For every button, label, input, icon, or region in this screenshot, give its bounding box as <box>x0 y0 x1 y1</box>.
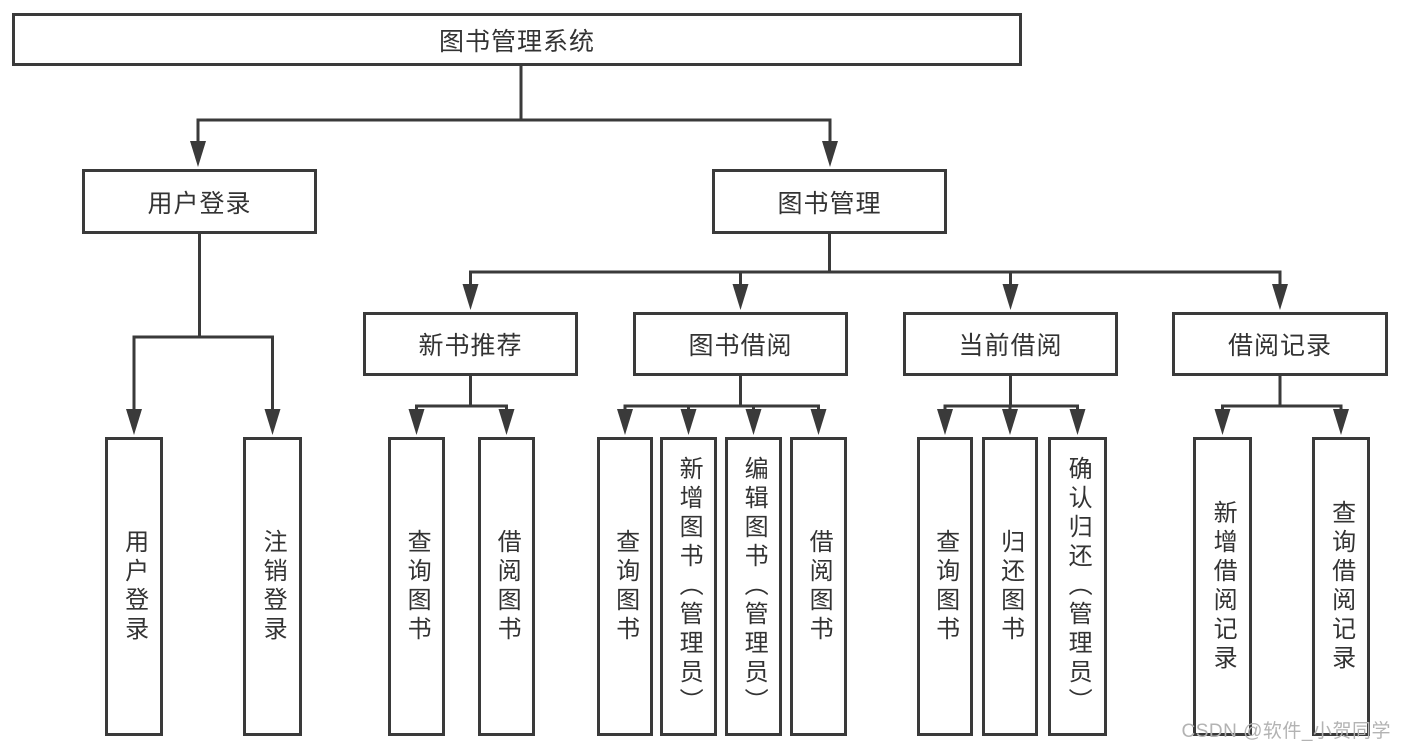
leaf-current-confirm-return-admin: 确认归还（管理员） <box>1048 437 1107 736</box>
leaf-borrow-query-book: 查询图书 <box>597 437 653 736</box>
leaf-borrow-add-book-admin: 新增图书（管理员） <box>660 437 717 736</box>
arrowheads <box>126 141 1349 435</box>
leaf-user-login: 用户登录 <box>105 437 163 736</box>
leaf-current-query-book: 查询图书 <box>917 437 973 736</box>
leaf-records-add-record: 新增借阅记录 <box>1193 437 1252 736</box>
csdn-watermark: CSDN @软件_小贺同学 <box>1181 721 1391 742</box>
node-new-book-recommend: 新书推荐 <box>363 312 578 376</box>
node-user-login: 用户登录 <box>82 169 317 234</box>
node-borrow-records: 借阅记录 <box>1172 312 1388 376</box>
node-book-borrow: 图书借阅 <box>633 312 848 376</box>
node-book-management: 图书管理 <box>712 169 947 234</box>
leaf-records-query-record: 查询借阅记录 <box>1312 437 1370 736</box>
node-root-system: 图书管理系统 <box>12 13 1022 66</box>
leaf-recommend-borrow-book: 借阅图书 <box>478 437 535 736</box>
leaf-borrow-borrow-book: 借阅图书 <box>790 437 847 736</box>
node-current-borrow: 当前借阅 <box>903 312 1118 376</box>
leaf-recommend-query-book: 查询图书 <box>388 437 445 736</box>
leaf-borrow-edit-book-admin: 编辑图书（管理员） <box>725 437 782 736</box>
leaf-logout: 注销登录 <box>243 437 302 736</box>
leaf-current-return-book: 归还图书 <box>982 437 1038 736</box>
